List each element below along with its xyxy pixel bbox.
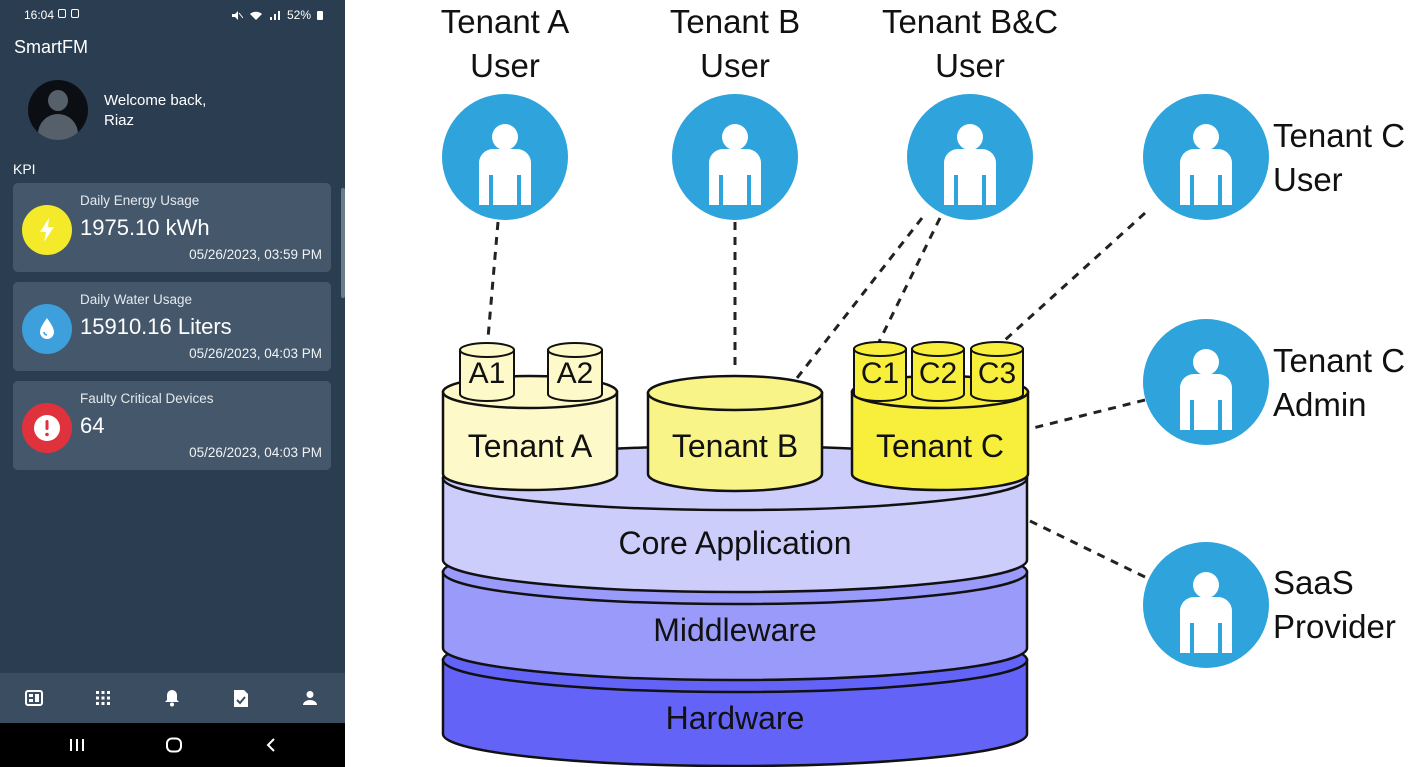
avatar-head-shape [48, 90, 68, 111]
kpi-title: Daily Energy Usage [80, 193, 200, 208]
db-c3-cylinder [970, 341, 1024, 402]
kpi-value: 15910.16 Liters [80, 314, 232, 339]
user-icon [1143, 319, 1269, 445]
tenant-bc-user-label: Tenant B&C User [881, 3, 1059, 84]
db-a2-cylinder [547, 342, 603, 402]
signal-icon [269, 10, 280, 20]
user-icon [1143, 94, 1269, 220]
kpi-value: 1975.10 kWh [80, 215, 210, 240]
hardware-label: Hardware [665, 700, 805, 736]
kpi-timestamp: 05/26/2023, 04:03 PM [189, 445, 322, 460]
user-icon [907, 94, 1033, 220]
scrollbar[interactable] [341, 188, 345, 298]
tenant-c-admin-label: Tenant C Admin [1273, 342, 1406, 423]
tenant-b-user-label: Tenant B User [669, 3, 801, 84]
recents-icon[interactable] [65, 735, 89, 755]
kpi-value: 64 [80, 413, 105, 438]
status-bar: 16:04 52% [0, 0, 345, 30]
kpi-section-title: KPI [13, 161, 36, 177]
bell-icon[interactable] [161, 687, 183, 709]
wifi-icon [249, 11, 262, 20]
kpi-title: Faulty Critical Devices [80, 391, 214, 406]
apps-grid-icon[interactable] [92, 687, 114, 709]
water-drop-icon [22, 304, 72, 354]
tenant-c-user-label: Tenant C User [1273, 117, 1406, 198]
battery-icon [317, 10, 323, 20]
kpi-card-faulty-devices[interactable]: Faulty Critical Devices 64 05/26/2023, 0… [13, 381, 331, 470]
battery-percent: 52% [286, 8, 311, 22]
home-icon[interactable] [162, 735, 186, 755]
avatar[interactable] [28, 80, 88, 140]
bottom-nav [0, 673, 345, 723]
db-a2-label: A2 [556, 357, 594, 390]
profile-icon[interactable] [299, 687, 321, 709]
db-a1-cylinder [459, 342, 515, 402]
db-c1-label: C1 [860, 357, 900, 390]
db-c2-cylinder [911, 341, 965, 402]
user-name: Riaz [104, 112, 135, 129]
tenant-b-label: Tenant B [671, 428, 799, 464]
user-icon [672, 94, 798, 220]
db-c1-cylinder [853, 341, 907, 402]
mobile-app-screen: 16:04 52% SmartFM Welcome back, Riaz KPI… [0, 0, 345, 767]
tenant-a-label: Tenant A [467, 428, 593, 464]
user-icon [1143, 542, 1269, 668]
system-nav-bar [0, 723, 345, 767]
notification-icon [58, 9, 66, 18]
notification-icons [58, 9, 79, 18]
tenant-b-database [646, 374, 824, 493]
middleware-label: Middleware [653, 612, 817, 648]
db-c2-label: C2 [918, 357, 958, 390]
kpi-timestamp: 05/26/2023, 04:03 PM [189, 346, 322, 361]
tenant-a-user-label: Tenant A User [440, 3, 570, 84]
welcome-line: Welcome back, [104, 92, 207, 109]
status-time: 16:04 [24, 8, 55, 22]
back-icon[interactable] [259, 735, 283, 755]
document-check-icon[interactable] [230, 687, 252, 709]
diagram-graphics [441, 94, 1269, 767]
kpi-timestamp: 05/26/2023, 03:59 PM [189, 247, 322, 262]
kpi-title: Daily Water Usage [80, 292, 193, 307]
status-right: 52% [231, 8, 323, 22]
db-c3-label: C3 [977, 357, 1017, 390]
connector-lines [486, 211, 1147, 579]
dashboard-icon[interactable] [23, 687, 45, 709]
avatar-body-shape [38, 114, 78, 140]
mute-icon [231, 10, 243, 20]
notification-icon [71, 9, 79, 18]
kpi-card-water[interactable]: Daily Water Usage 15910.16 Liters 05/26/… [13, 282, 331, 371]
saas-provider-label: SaaS Provider [1273, 564, 1396, 645]
kpi-card-energy[interactable]: Daily Energy Usage 1975.10 kWh 05/26/202… [13, 183, 331, 272]
tenant-c-label: Tenant C [875, 428, 1005, 464]
user-icon [442, 94, 568, 220]
db-a1-label: A1 [468, 357, 506, 390]
alert-icon [22, 403, 72, 453]
core-application-label: Core Application [618, 525, 852, 561]
multi-tenant-architecture-diagram: Tenant A User Tenant B User Tenant B&C U… [345, 0, 1422, 767]
welcome-text: Welcome back, Riaz [104, 91, 206, 131]
app-title: SmartFM [14, 37, 88, 57]
lightning-icon [22, 205, 72, 255]
